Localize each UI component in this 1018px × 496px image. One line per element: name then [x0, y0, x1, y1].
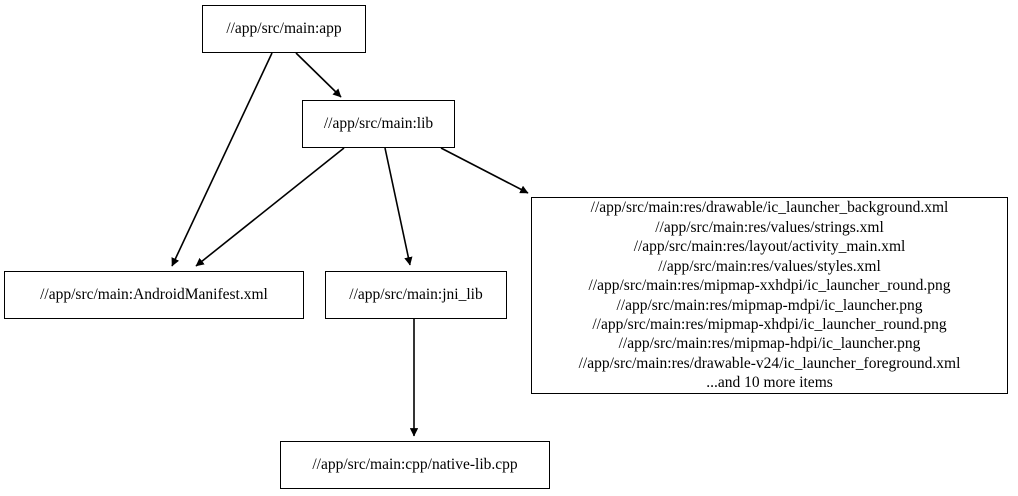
edge-lib-to-jni-lib [384, 147, 413, 266]
edge-lib-to-manifest [195, 147, 345, 267]
node-jni-lib-label: //app/src/main:jni_lib [349, 286, 483, 304]
res-group-line: //app/src/main:res/mipmap-mdpi/ic_launch… [616, 296, 923, 314]
node-android-manifest-label: //app/src/main:AndroidManifest.xml [40, 286, 268, 304]
res-group-line: //app/src/main:res/mipmap-hdpi/ic_launch… [618, 335, 921, 353]
res-group-line: //app/src/main:res/layout/activity_main.… [633, 238, 906, 256]
node-lib[interactable]: //app/src/main:lib [302, 100, 455, 148]
res-group-line: //app/src/main:res/values/styles.xml [658, 257, 881, 275]
res-group-line: //app/src/main:res/drawable/ic_launcher_… [590, 199, 949, 217]
node-app-label: //app/src/main:app [226, 20, 342, 38]
node-android-manifest[interactable]: //app/src/main:AndroidManifest.xml [4, 271, 304, 319]
res-group-line: ...and 10 more items [706, 374, 833, 392]
res-group-line-list: //app/src/main:res/drawable/ic_launcher_… [538, 198, 1001, 392]
edge-app-to-lib [295, 52, 342, 98]
edge-lib-to-res [440, 147, 529, 194]
node-res-group[interactable]: //app/src/main:res/drawable/ic_launcher_… [531, 197, 1008, 394]
res-group-line: //app/src/main:res/drawable-v24/ic_launc… [578, 354, 961, 372]
res-group-line: //app/src/main:res/values/strings.xml [655, 218, 884, 236]
node-native-lib-cpp-label: //app/src/main:cpp/native-lib.cpp [312, 456, 518, 474]
res-group-line: //app/src/main:res/mipmap-xxhdpi/ic_laun… [588, 277, 951, 295]
res-group-line: //app/src/main:res/mipmap-xhdpi/ic_launc… [592, 315, 947, 333]
node-app[interactable]: //app/src/main:app [202, 5, 366, 53]
node-jni-lib[interactable]: //app/src/main:jni_lib [325, 271, 507, 319]
node-lib-label: //app/src/main:lib [323, 115, 434, 133]
edge-app-to-manifest [171, 52, 273, 267]
node-native-lib-cpp[interactable]: //app/src/main:cpp/native-lib.cpp [280, 441, 550, 489]
